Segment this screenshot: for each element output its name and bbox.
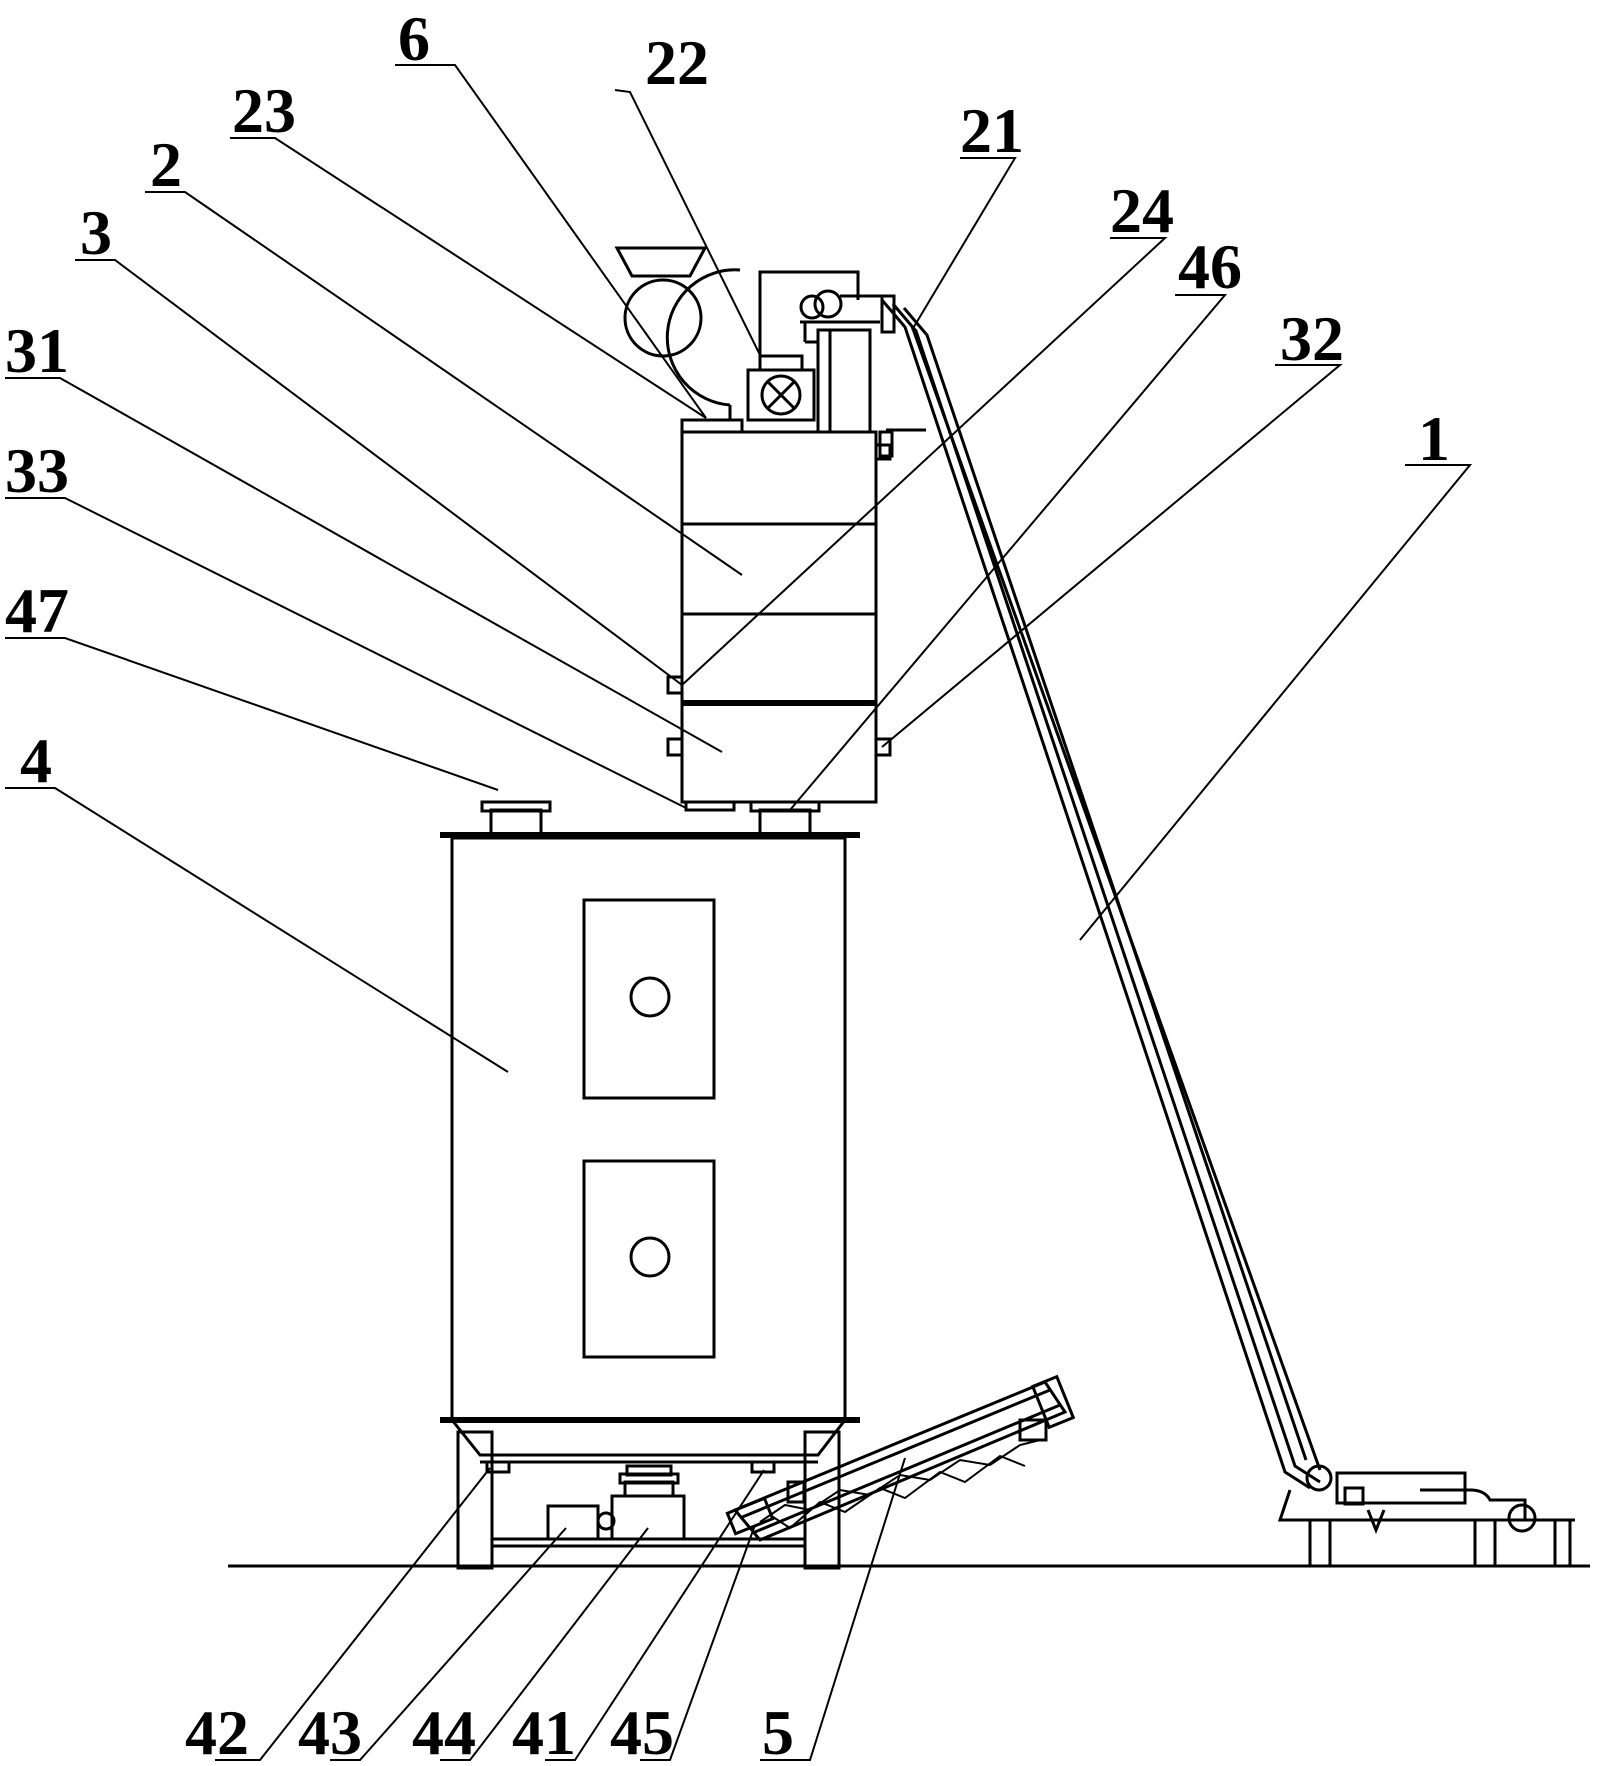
label-33: 33 xyxy=(5,435,69,506)
label-44: 44 xyxy=(412,1697,476,1766)
drive-motor xyxy=(546,1504,600,1541)
main-tank xyxy=(440,800,860,1423)
label-43: 43 xyxy=(298,1697,362,1766)
label-22: 22 xyxy=(645,27,709,98)
label-47: 47 xyxy=(5,575,69,646)
rotary-valve xyxy=(760,374,802,416)
upper-vessel xyxy=(666,418,892,812)
label-2: 2 xyxy=(150,129,182,200)
label-42: 42 xyxy=(185,1697,249,1766)
upper-window xyxy=(582,898,716,1100)
label-45: 45 xyxy=(610,1697,674,1766)
label-21: 21 xyxy=(960,95,1024,166)
lower-window-knob xyxy=(629,1236,671,1278)
label-3: 3 xyxy=(80,197,112,268)
blower-hopper xyxy=(614,246,708,278)
port-32 xyxy=(874,737,892,757)
label-6: 6 xyxy=(398,3,430,74)
leader-lines xyxy=(5,64,1473,1761)
blower-impeller xyxy=(623,278,703,358)
base-frame xyxy=(450,1419,847,1570)
screw-conveyor xyxy=(725,1374,1076,1542)
label-1: 1 xyxy=(1418,403,1450,474)
label-4: 4 xyxy=(20,725,52,796)
label-24: 24 xyxy=(1110,175,1174,246)
label-23: 23 xyxy=(232,75,296,146)
lower-window xyxy=(582,1159,716,1359)
gear-reducer xyxy=(610,1494,686,1541)
valve-assembly xyxy=(746,270,860,422)
blower xyxy=(614,246,742,422)
part-labels: 6 22 23 21 2 24 46 3 32 31 1 33 47 4 42 … xyxy=(5,3,1450,1766)
label-46: 46 xyxy=(1178,231,1242,302)
port-31 xyxy=(666,737,684,757)
label-31: 31 xyxy=(5,315,69,386)
inclined-conveyor xyxy=(878,299,1322,1490)
upper-window-knob xyxy=(629,976,671,1018)
label-32: 32 xyxy=(1280,303,1344,374)
conveyor-drive xyxy=(1277,1464,1575,1566)
label-41: 41 xyxy=(512,1697,576,1766)
label-5: 5 xyxy=(762,1697,794,1766)
